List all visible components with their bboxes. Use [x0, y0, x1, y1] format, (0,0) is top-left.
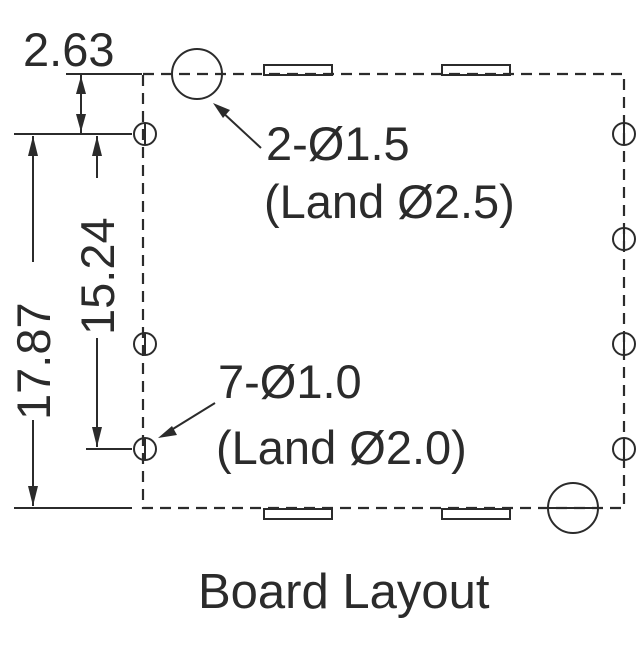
small-hole-left-1 — [133, 122, 157, 146]
diagram-caption: Board Layout — [198, 565, 490, 619]
callout-large-holes-line1: 2-Ø1.5 — [266, 117, 410, 170]
edge-pad-top-left — [263, 64, 333, 76]
dimension-overall-label: 17.87 — [7, 302, 60, 420]
dimension-overall: 17.87 — [7, 136, 60, 506]
dimension-pin-span: 15.24 — [71, 136, 124, 447]
dimension-top-offset: 2.63 — [23, 23, 114, 134]
edge-pad-bottom-right — [441, 508, 511, 520]
dimension-pin-span-label: 15.24 — [71, 217, 124, 335]
extension-lines — [14, 73, 142, 509]
callout-small-holes-line1: 7-Ø1.0 — [218, 355, 362, 408]
callout-small-holes-line2: (Land Ø2.0) — [216, 421, 467, 474]
leader-large-holes — [213, 103, 262, 149]
small-hole-left-3 — [133, 437, 157, 461]
large-hole-bottom-right — [545, 482, 603, 534]
large-hole-top-left — [171, 48, 223, 100]
small-hole-right-1 — [612, 122, 636, 146]
edge-pad-top-right — [441, 64, 511, 76]
leader-small-holes — [158, 402, 216, 438]
callout-large-holes-line2: (Land Ø2.5) — [264, 175, 515, 228]
edge-pad-bottom-left — [263, 508, 333, 520]
small-hole-right-2 — [612, 227, 636, 251]
small-hole-right-3 — [612, 332, 636, 356]
board-outline — [141, 72, 626, 510]
dimension-top-offset-label: 2.63 — [23, 23, 114, 76]
small-hole-left-2 — [133, 332, 157, 356]
small-hole-right-4 — [612, 437, 636, 461]
